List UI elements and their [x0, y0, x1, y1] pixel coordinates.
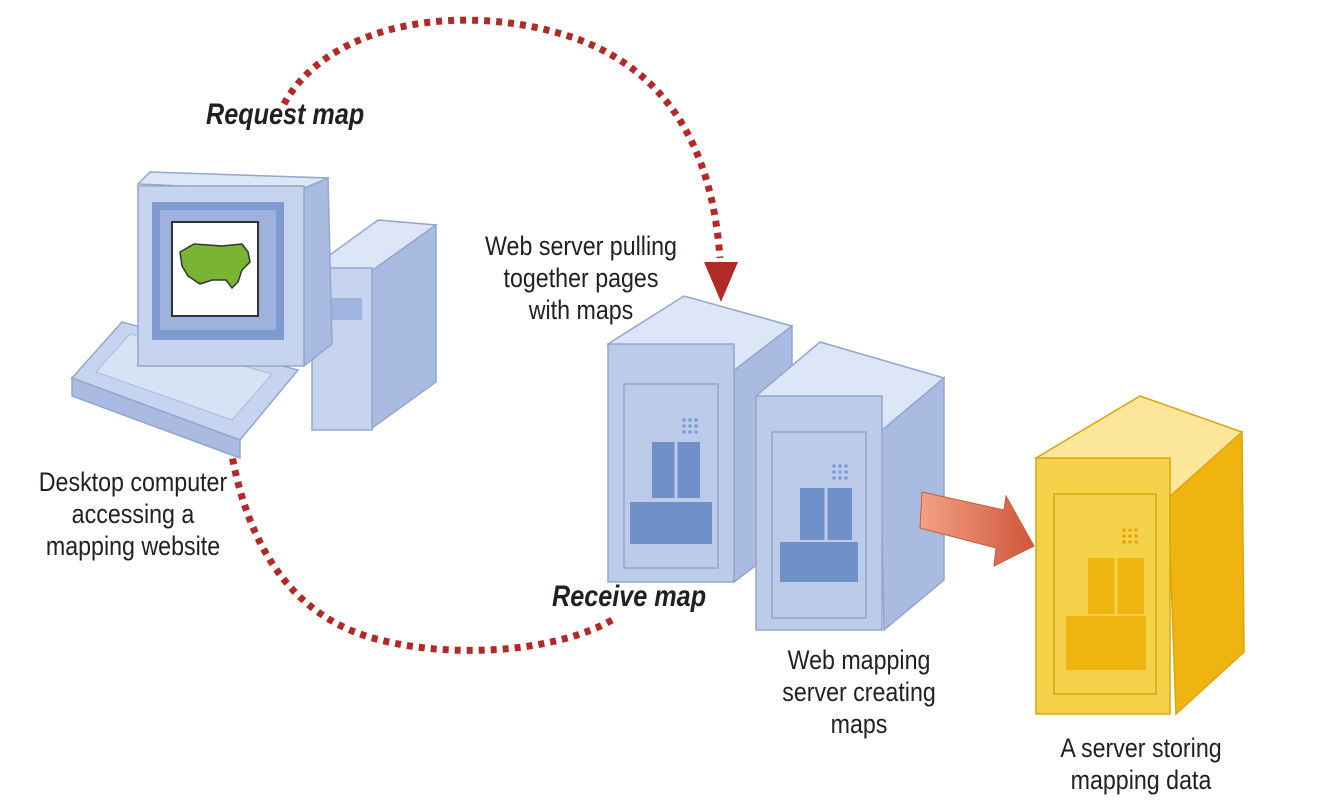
vent-icon — [832, 464, 848, 480]
vent-icon — [1122, 528, 1138, 544]
data-server-label: A server storing mapping data — [1060, 733, 1222, 795]
vent-icon — [682, 418, 698, 434]
web-mapping-server — [754, 341, 946, 632]
web-mapping-server-label: Web mapping server creating maps — [782, 645, 936, 739]
receive-map-label: Receive map — [552, 580, 707, 613]
data-storage-server — [1034, 395, 1245, 716]
desktop-computer-label: Desktop computer accessing a mapping web… — [38, 467, 228, 561]
request-map-flow-arrow — [280, 16, 738, 302]
request-arrowhead — [704, 262, 738, 302]
data-transfer-arrow — [919, 491, 1035, 567]
monitor — [136, 171, 333, 368]
us-map-icon — [179, 243, 251, 290]
web-server-label: Web server pulling together pages with m… — [485, 231, 677, 325]
request-map-label: Request map — [206, 98, 365, 131]
